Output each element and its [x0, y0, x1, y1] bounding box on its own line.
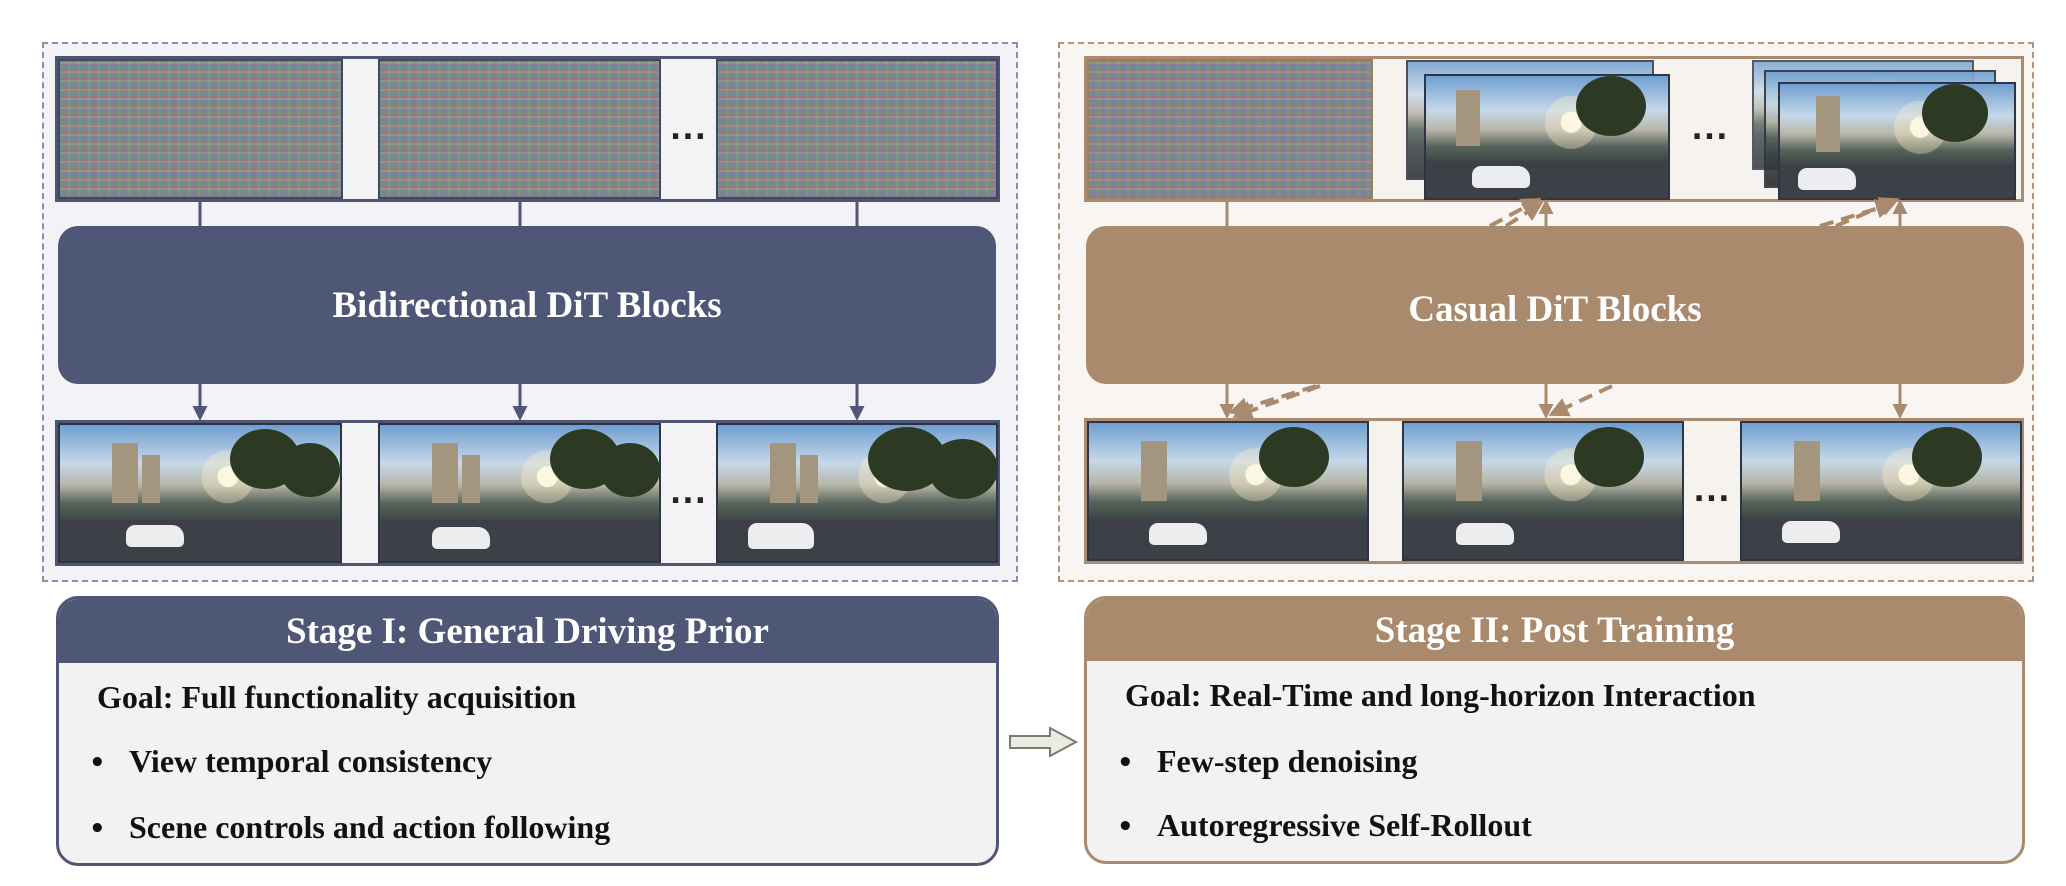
stage-transition-arrow [1009, 726, 1079, 758]
stage1-input-links [198, 202, 859, 226]
stage2-block-label: Casual DiT Blocks [1408, 288, 1702, 330]
bullet-marker: • [89, 748, 106, 778]
bidirectional-dit-blocks: Bidirectional DiT Blocks [58, 226, 996, 384]
stage1-bullet-1: • View temporal consistency [89, 743, 492, 783]
stage1-bullet-text-2: Scene controls and action following [129, 809, 611, 845]
stage2-rollout-dashed-arrows [1228, 197, 1900, 421]
casual-dit-blocks: Casual DiT Blocks [1086, 226, 2024, 384]
stage2-bullet-1: • Few-step denoising [1117, 743, 1417, 783]
stage2-output-frame-1 [1087, 421, 1369, 561]
stage2-top-ellipsis: ... [1691, 111, 1729, 147]
stage2-bullet-2: • Autoregressive Self-Rollout [1117, 807, 1532, 847]
stage2-goal: Goal: Real-Time and long-horizon Interac… [1125, 677, 1756, 713]
stage1-bullet-2: • Scene controls and action following [89, 809, 610, 849]
bullet-marker: • [1117, 748, 1134, 778]
stage1-output-arrows [192, 384, 865, 421]
stage1-top-ellipsis: ... [669, 111, 708, 147]
bullet-marker: • [89, 814, 106, 844]
stage2-output-frame-2 [1402, 421, 1684, 561]
stage1-block-label: Bidirectional DiT Blocks [332, 284, 722, 326]
stage2-noise-frame [1087, 59, 1373, 199]
stage1-noise-frame-2 [378, 59, 661, 199]
stage1-noise-frame-1 [58, 59, 343, 199]
stage2-stack-front-2 [1778, 82, 2016, 200]
stage1-output-frame-1 [58, 423, 342, 563]
stage1-noise-frame-3 [716, 59, 998, 199]
stage2-output-frame-3 [1740, 421, 2022, 561]
stage1-title: Stage I: General Driving Prior [59, 599, 996, 663]
stage1-goal: Goal: Full functionality acquisition [97, 679, 577, 715]
stage1-bottom-ellipsis: ... [669, 475, 708, 511]
stage1-output-frame-2 [378, 423, 661, 563]
stage2-bottom-ellipsis: ... [1693, 473, 1731, 509]
stage2-up-arrows [1538, 199, 1908, 226]
stage2-down-arrows [1219, 384, 1908, 419]
stage1-bullet-text-1: View temporal consistency [129, 743, 493, 779]
stage1-panel: Stage I: General Driving Prior Goal: Ful… [56, 596, 999, 866]
stage2-panel: Stage II: Post Training Goal: Real-Time … [1084, 596, 2025, 864]
bullet-marker: • [1117, 812, 1134, 842]
stage1-output-frame-3 [716, 423, 998, 563]
stage2-title: Stage II: Post Training [1087, 599, 2022, 661]
stage2-bullet-text-2: Autoregressive Self-Rollout [1157, 807, 1532, 843]
stage2-bullet-text-1: Few-step denoising [1157, 743, 1418, 779]
